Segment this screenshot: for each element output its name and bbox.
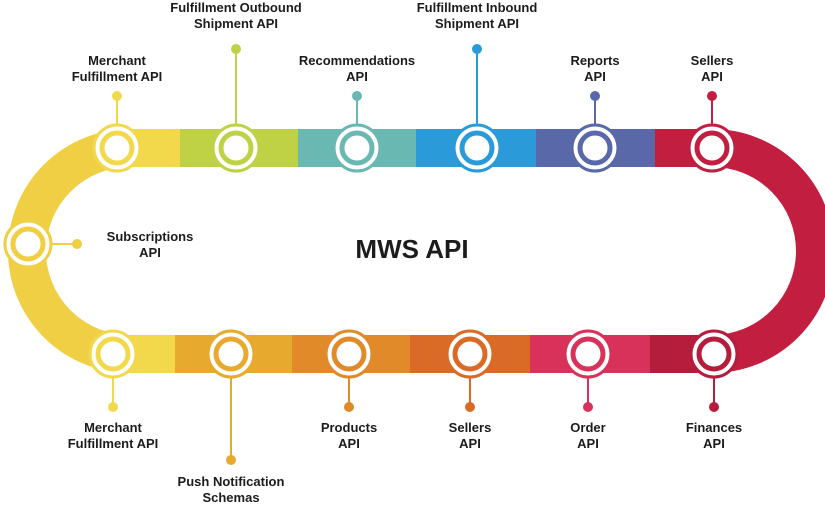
connector-dot	[583, 402, 593, 412]
node-ring-bottom-inner	[570, 336, 606, 372]
connector-dot	[590, 91, 600, 101]
node-ring-top-inner	[459, 130, 495, 166]
node-ring-bottom-inner	[696, 336, 732, 372]
center-title: MWS API	[355, 234, 469, 264]
connector-dot	[108, 402, 118, 412]
connector-dot	[707, 91, 717, 101]
bottom-node-label-line1: Merchant	[84, 420, 142, 435]
connector-dot	[231, 44, 241, 54]
top-node-label-line1: Fulfillment Inbound	[416, 0, 538, 15]
bottom-node-label-line1: Push Notification	[177, 474, 285, 489]
left-node-label-line1: Subscriptions	[106, 229, 194, 244]
connector-dot	[72, 239, 82, 249]
connector-dot	[112, 91, 122, 101]
left-node-label-line2: API	[139, 245, 161, 260]
connector-dot	[465, 402, 475, 412]
bottom-node-label-line1: Products	[320, 420, 378, 435]
track-right-arc	[711, 129, 825, 373]
connector-dot	[709, 402, 719, 412]
top-node-label-line1: Sellers	[690, 53, 734, 68]
top-node-label-line1: Fulfillment Outbound	[170, 0, 302, 15]
bottom-node-label-line2: Fulfillment API	[67, 436, 159, 451]
node-ring-bottom-inner	[213, 336, 249, 372]
node-rings	[3, 123, 739, 379]
node-ring-top-inner	[218, 130, 254, 166]
node-ring-top-inner	[577, 130, 613, 166]
top-node-label-line1: Recommendations	[298, 53, 416, 68]
connector-lines	[52, 44, 719, 465]
top-node-label-line2: API	[701, 69, 723, 84]
connector-dot	[226, 455, 236, 465]
top-node-label-line2: Fulfillment API	[71, 69, 163, 84]
node-ring-bottom-inner	[452, 336, 488, 372]
node-ring-top-inner	[339, 130, 375, 166]
top-node-label-line2: API	[584, 69, 606, 84]
top-node-label-line2: Shipment API	[434, 16, 520, 31]
bottom-node-label-line2: API	[577, 436, 599, 451]
node-ring-bottom-inner	[95, 336, 131, 372]
top-node-label-line1: Merchant	[88, 53, 146, 68]
bottom-node-label-line1: Order	[570, 420, 606, 435]
top-node-label-line2: API	[346, 69, 368, 84]
connector-dot	[352, 91, 362, 101]
node-ring-left-inner	[10, 226, 46, 262]
connector-dot	[472, 44, 482, 54]
bottom-node-label-line1: Sellers	[448, 420, 492, 435]
node-ring-bottom-inner	[331, 336, 367, 372]
bottom-node-label-line2: API	[703, 436, 725, 451]
bottom-node-label-line2: Schemas	[202, 490, 260, 505]
node-ring-top-inner	[99, 130, 135, 166]
node-ring-top-inner	[694, 130, 730, 166]
top-node-label-line1: Reports	[570, 53, 620, 68]
bottom-node-label-line2: API	[459, 436, 481, 451]
bottom-node-label-line1: Finances	[685, 420, 743, 435]
bottom-node-label-line2: API	[338, 436, 360, 451]
connector-dot	[344, 402, 354, 412]
top-node-label-line2: Shipment API	[193, 16, 279, 31]
